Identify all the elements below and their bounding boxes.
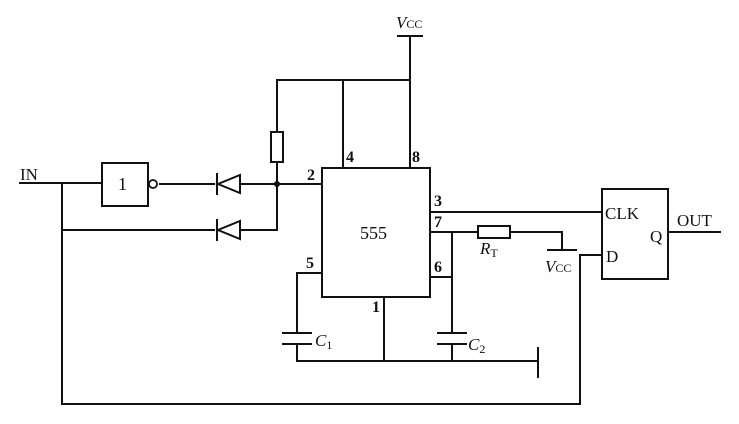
pin-5-label: 5: [306, 255, 314, 272]
resistor-rt: [477, 225, 511, 239]
vcc-top-label: VCC: [396, 13, 422, 32]
vcc-right-label: VCC: [545, 257, 571, 276]
pin-8-label: 8: [412, 149, 420, 166]
pin-4-label: 4: [346, 149, 354, 166]
diode-lower: [215, 219, 241, 241]
diode-upper: [215, 173, 241, 195]
c2-label: C2: [468, 335, 485, 356]
wires: [19, 35, 721, 405]
inverter-label: 1: [118, 174, 127, 194]
q-label: Q: [650, 227, 662, 246]
pin-1-label: 1: [372, 299, 380, 316]
timer-555: 555: [321, 167, 431, 298]
output-label: OUT: [677, 211, 713, 230]
pin-6-label: 6: [434, 259, 442, 276]
capacitor-c2: [437, 332, 467, 345]
c1-label: C1: [315, 331, 332, 352]
resistor-top: [270, 131, 284, 163]
capacitor-c1: [282, 332, 312, 345]
timer-label: 555: [360, 223, 387, 243]
inverter-gate: 1: [101, 162, 158, 207]
junction-dot: [274, 181, 280, 187]
pin-2-label: 2: [307, 167, 315, 184]
pin-7-label: 7: [434, 214, 442, 231]
pin-3-label: 3: [434, 193, 442, 210]
rt-label: RT: [479, 239, 498, 260]
input-label: IN: [20, 165, 38, 184]
clk-label: CLK: [605, 204, 640, 223]
d-flip-flop: CLK D Q: [601, 188, 669, 280]
d-label: D: [606, 247, 618, 266]
